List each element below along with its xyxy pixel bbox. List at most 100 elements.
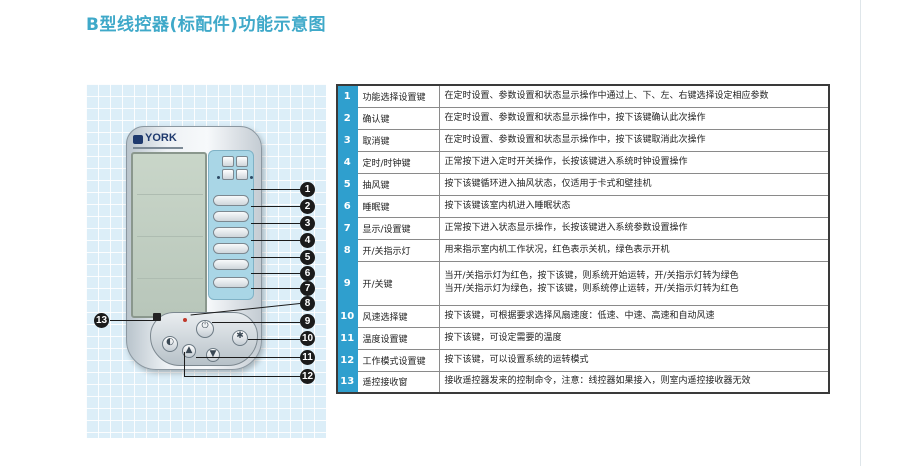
key-name: 睡眠键 [356, 194, 440, 218]
key-name: 工作模式设置键 [356, 348, 440, 372]
row-number: 1 [336, 84, 358, 108]
row-number: 4 [336, 150, 358, 174]
key-name: 显示/设置键 [356, 216, 440, 240]
callout-badge-11: 11 [300, 350, 315, 365]
key-description: 在定时设置、参数设置和状态显示操作中通过上、下、左、右键选择设定相应参数 [438, 84, 830, 108]
brand-logo: YORK [145, 132, 177, 144]
key-name: 开/关指示灯 [356, 238, 440, 262]
callout-badge-3: 3 [300, 216, 315, 231]
key-description: 按下该键，可以设置系统的运转模式 [438, 348, 830, 372]
key-description: 当开/关指示灯为红色，按下该键，则系统开始运转，开/关指示灯转为绿色当开/关指示… [438, 260, 830, 306]
description-line: 在定时设置、参数设置和状态显示操作中，按下该键取消此次操作 [444, 134, 706, 145]
description-line: 正常按下进入定时开关操作，长按该键进入系统时钟设置操作 [444, 156, 688, 167]
confirm-button[interactable] [213, 195, 249, 206]
callout-badge-9: 9 [300, 314, 315, 329]
fan-speed-button[interactable]: ✱ [232, 330, 248, 346]
description-line: 接收遥控器发来的控制命令，注意：线控器如果接入，则室内遥控接收器无效 [444, 376, 751, 387]
york-logo-icon [133, 135, 143, 144]
row-number: 8 [336, 238, 358, 262]
right-button[interactable] [236, 156, 248, 167]
right-divider [860, 0, 861, 466]
key-name: 确认键 [356, 106, 440, 130]
timer-clock-button[interactable] [213, 227, 249, 238]
callout-badge-7: 7 [300, 281, 315, 296]
brand-subline [133, 147, 183, 149]
indicator-dot [217, 176, 220, 179]
description-line: 按下该键该室内机进入睡眠状态 [444, 200, 571, 211]
row-number: 11 [336, 326, 358, 350]
row-number: 6 [336, 194, 358, 218]
key-name: 遥控接收窗 [356, 370, 440, 394]
callout-badge-5: 5 [300, 250, 315, 265]
row-number: 13 [336, 370, 358, 394]
power-button[interactable]: ⏻ [196, 320, 214, 338]
up-button[interactable] [222, 156, 234, 167]
left-button[interactable] [222, 169, 234, 180]
callout-badge-6: 6 [300, 266, 315, 281]
cancel-button[interactable] [213, 211, 249, 222]
key-description: 在定时设置、参数设置和状态显示操作中，按下该键确认此次操作 [438, 106, 830, 130]
key-description: 正常按下进入状态显示操作，长按该键进入系统参数设置操作 [438, 216, 830, 240]
key-description: 在定时设置、参数设置和状态显示操作中，按下该键取消此次操作 [438, 128, 830, 152]
lcd-screen [131, 152, 207, 318]
down-button[interactable] [236, 169, 248, 180]
description-line: 按下该键，可以设置系统的运转模式 [444, 354, 589, 365]
callout-badge-10: 10 [300, 331, 315, 346]
power-indicator-light [183, 318, 187, 322]
key-description: 正常按下进入定时开关操作，长按该键进入系统时钟设置操作 [438, 150, 830, 174]
callout-badge-8: 8 [300, 296, 315, 311]
description-line: 当开/关指示灯为绿色，按下该键，则系统停止运转，开/关指示灯转为红色 [444, 284, 739, 294]
key-description: 按下该键该室内机进入睡眠状态 [438, 194, 830, 218]
callout-badge-12: 12 [300, 369, 315, 384]
callout-badge-2: 2 [300, 199, 315, 214]
key-name: 取消键 [356, 128, 440, 152]
description-line: 按下该键循环进入抽风状态，仅适用于卡式和壁挂机 [444, 178, 652, 189]
key-description: 用来指示室内机工作状况，红色表示关机，绿色表示开机 [438, 238, 830, 262]
row-number: 2 [336, 106, 358, 130]
row-number: 10 [336, 304, 358, 328]
row-number: 3 [336, 128, 358, 152]
description-line: 当开/关指示灯为红色，按下该键，则系统开始运转，开/关指示灯转为绿色 [444, 271, 739, 281]
callout-badge-1: 1 [300, 182, 315, 197]
sleep-button[interactable] [213, 259, 249, 270]
temp-down-button[interactable]: ▼ [206, 348, 220, 362]
exhaust-button[interactable] [213, 243, 249, 254]
row-number: 9 [336, 260, 358, 306]
ir-receiver-window [153, 313, 161, 321]
description-line: 在定时设置、参数设置和状态显示操作中，按下该键确认此次操作 [444, 112, 706, 123]
key-description: 按下该键，可设定需要的温度 [438, 326, 830, 350]
page-title: B型线控器(标配件)功能示意图 [86, 15, 326, 35]
description-line: 正常按下进入状态显示操作，长按该键进入系统参数设置操作 [444, 222, 688, 233]
row-number: 7 [336, 216, 358, 240]
key-name: 温度设置键 [356, 326, 440, 350]
description-line: 用来指示室内机工作状况，红色表示关机，绿色表示开机 [444, 244, 670, 255]
key-name: 风速选择键 [356, 304, 440, 328]
key-name: 功能选择设置键 [356, 84, 440, 108]
key-description: 接收遥控器发来的控制命令，注意：线控器如果接入，则室内遥控接收器无效 [438, 370, 830, 394]
description-line: 按下该键，可根据要求选择风扇速度：低速、中速、高速和自动风速 [444, 310, 715, 321]
key-description: 按下该键，可根据要求选择风扇速度：低速、中速、高速和自动风速 [438, 304, 830, 328]
key-name: 开/关键 [356, 260, 440, 306]
key-description: 按下该键循环进入抽风状态，仅适用于卡式和壁挂机 [438, 172, 830, 196]
row-number: 5 [336, 172, 358, 196]
row-number: 12 [336, 348, 358, 372]
description-line: 在定时设置、参数设置和状态显示操作中通过上、下、左、右键选择设定相应参数 [444, 90, 769, 101]
display-setting-button[interactable] [213, 277, 249, 288]
mode-button[interactable]: ◐ [162, 336, 178, 352]
indicator-dot [250, 176, 253, 179]
callout-badge-13: 13 [94, 313, 109, 328]
temp-up-button[interactable]: ▲ [182, 344, 196, 358]
